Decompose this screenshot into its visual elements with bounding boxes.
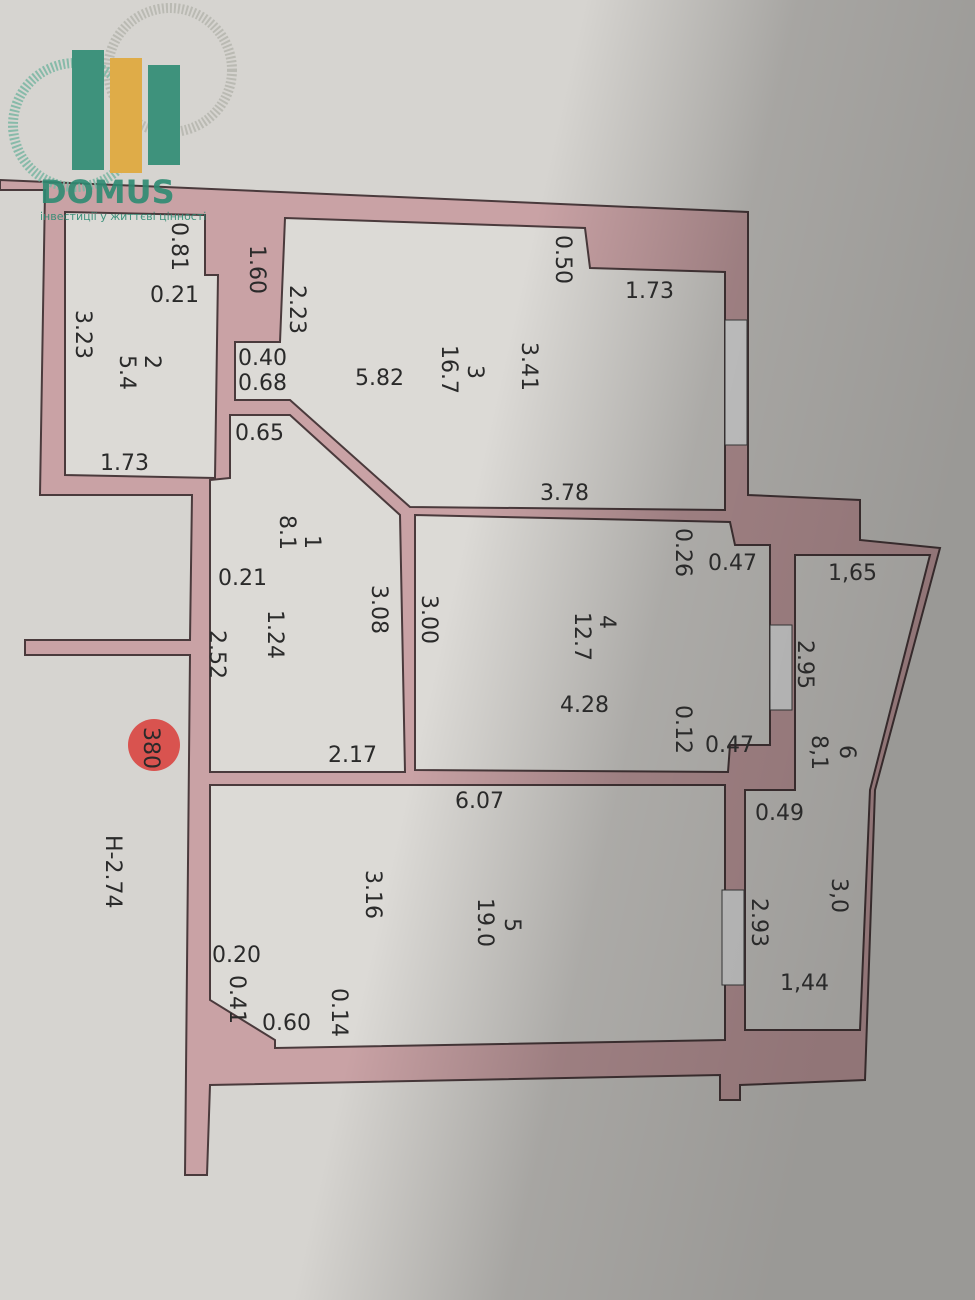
dim-label: 3.16 <box>360 870 385 919</box>
dim-label: 4.28 <box>560 693 609 718</box>
room-number: 5 <box>499 918 524 932</box>
logo: DOMUS інвестиції у життєві цінності <box>8 3 237 223</box>
room-area: 5.4 <box>114 355 139 390</box>
dimension-labels: 0.81 0.21 3.23 2 5.4 1.73 1.60 2.23 0.40… <box>70 222 877 1037</box>
dim-label: 0.60 <box>262 1011 311 1036</box>
dim-label: 2.95 <box>792 640 817 689</box>
window <box>721 889 745 986</box>
window <box>769 624 793 711</box>
window <box>724 319 748 446</box>
dim-label: 1,65 <box>828 561 877 586</box>
dim-label: 0.41 <box>224 975 249 1024</box>
badge-number: 380 <box>138 727 163 769</box>
dim-label: 3,0 <box>826 878 851 913</box>
dim-label: 1.73 <box>625 279 674 304</box>
dim-label: 5.82 <box>355 366 404 391</box>
dim-label: 2.17 <box>328 743 377 768</box>
dim-label: 0.14 <box>326 988 351 1037</box>
dim-label: 0.12 <box>670 705 695 754</box>
dim-label: 0.40 <box>238 346 287 371</box>
dim-label: 3.00 <box>416 595 441 644</box>
room-5 <box>209 784 726 1050</box>
dim-label: 0.81 <box>166 222 191 271</box>
ceiling-height: H-2.74 <box>100 835 125 908</box>
room-number: 1 <box>299 535 324 549</box>
dim-label: 3.41 <box>516 342 541 391</box>
dim-label: 1.73 <box>100 451 149 476</box>
room-number: 6 <box>834 745 859 759</box>
dim-label: 6.07 <box>455 789 504 814</box>
dim-label: 2.23 <box>284 285 309 334</box>
dim-label: 0.49 <box>755 801 804 826</box>
room-number: 2 <box>139 355 164 369</box>
dim-label: 0.47 <box>708 551 757 576</box>
dim-label: 1.60 <box>244 245 269 294</box>
dim-label: 3.78 <box>540 481 589 506</box>
dim-label: 3.08 <box>366 585 391 634</box>
room-number: 3 <box>462 365 487 379</box>
dim-label: 0.20 <box>212 943 261 968</box>
room-area: 8,1 <box>806 735 831 770</box>
dim-label: 0.21 <box>218 566 267 591</box>
dim-label: 0.47 <box>705 733 754 758</box>
room-number: 4 <box>594 615 619 629</box>
dim-label: 0.68 <box>238 371 287 396</box>
dim-label: 0.21 <box>150 283 199 308</box>
dim-label: 0.50 <box>550 235 575 284</box>
logo-brand: DOMUS <box>40 173 175 211</box>
dim-label: 1.24 <box>262 610 287 659</box>
dim-label: 1,44 <box>780 971 829 996</box>
room-area: 12.7 <box>569 612 594 661</box>
dim-label: 3.23 <box>70 310 95 359</box>
room-area: 19.0 <box>472 898 497 947</box>
dim-label: 0.65 <box>235 421 284 446</box>
dim-label: 2.52 <box>204 630 229 679</box>
entrance-badge: 380 <box>128 719 180 771</box>
room-area: 16.7 <box>436 345 461 394</box>
dim-label: 2.93 <box>746 898 771 947</box>
room-area: 8.1 <box>274 515 299 550</box>
dim-label: 0.26 <box>670 528 695 577</box>
logo-tagline: інвестиції у життєві цінності <box>40 210 206 223</box>
